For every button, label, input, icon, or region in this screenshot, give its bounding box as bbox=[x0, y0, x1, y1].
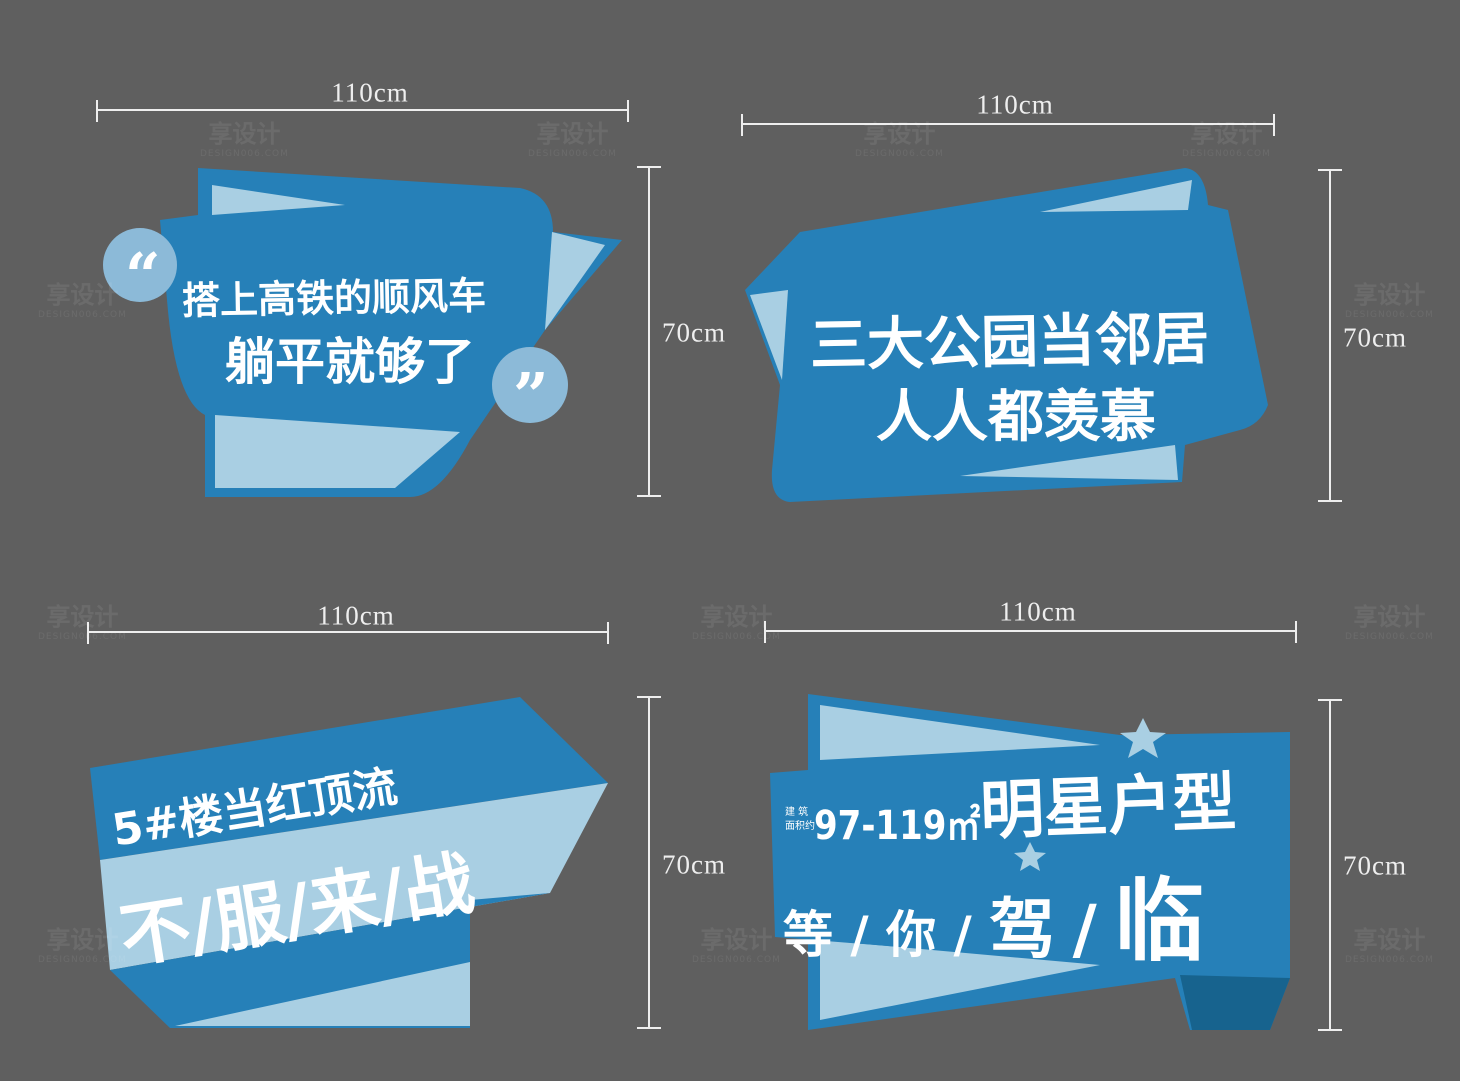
width-label: 110cm bbox=[999, 596, 1077, 627]
char: 你 bbox=[886, 906, 937, 964]
dimension-lines bbox=[87, 100, 1342, 1031]
sign-4-area: 97-119㎡ bbox=[814, 803, 981, 849]
width-label: 110cm bbox=[976, 89, 1054, 120]
width-label: 110cm bbox=[331, 77, 409, 108]
star-icon bbox=[1014, 842, 1046, 871]
separator: / bbox=[1072, 891, 1097, 968]
height-label: 70cm bbox=[662, 317, 726, 348]
height-label: 70cm bbox=[1343, 322, 1407, 353]
sign-4-shape bbox=[770, 694, 1290, 1030]
height-label: 70cm bbox=[1343, 850, 1407, 881]
sign-4-headline: 明星户型 bbox=[978, 766, 1238, 849]
sign-2-shape bbox=[745, 168, 1268, 502]
sign-1-headline: 搭上高铁的顺风车 bbox=[181, 273, 487, 323]
char: 驾 bbox=[989, 891, 1056, 968]
open-quote-icon: “ bbox=[125, 239, 161, 312]
height-label: 70cm bbox=[662, 849, 726, 880]
star-icon bbox=[1120, 718, 1166, 758]
sign-3-shape bbox=[90, 697, 608, 1028]
width-label: 110cm bbox=[317, 600, 395, 631]
separator: / bbox=[953, 906, 972, 964]
sign-4-subline: 等 / 你 / 驾 / 临 bbox=[783, 848, 1204, 978]
sign-1-subline: 躺平就够了 bbox=[225, 333, 475, 391]
close-quote-icon: ” bbox=[513, 359, 549, 432]
area-label-line-2: 面积约 bbox=[785, 821, 815, 832]
sign-2-headline: 三大公园当邻居 bbox=[809, 306, 1210, 379]
separator: / bbox=[850, 906, 869, 964]
char: 等 bbox=[783, 906, 833, 964]
area-label-line-1: 建 筑 bbox=[785, 807, 809, 818]
sign-1-shape bbox=[103, 168, 622, 497]
sign-2-subline: 人人都羡慕 bbox=[876, 385, 1156, 450]
char: 临 bbox=[1114, 869, 1205, 974]
sign-4-area-label: 建 筑 面积约 bbox=[785, 806, 815, 834]
